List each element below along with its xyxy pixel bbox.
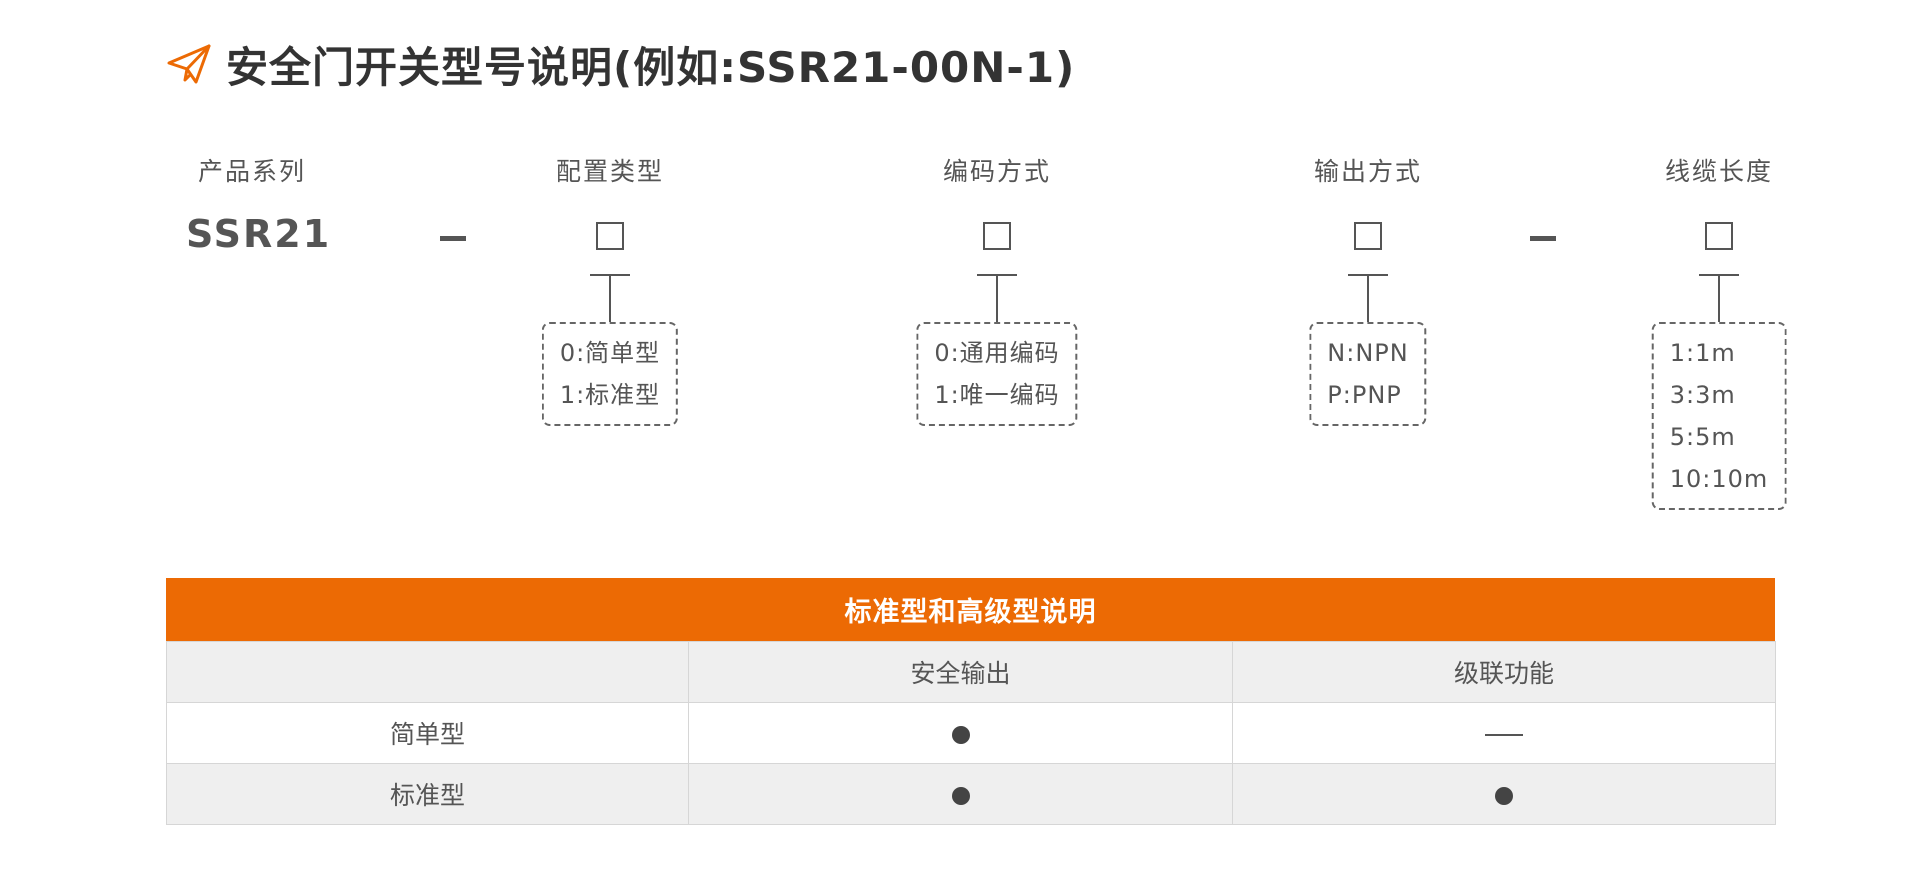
option-item: 1:唯一编码 xyxy=(934,381,1060,409)
supported-dot-icon xyxy=(951,786,970,805)
table-cell xyxy=(688,702,1233,764)
table-row: 简单型 xyxy=(166,702,1776,764)
table-header-cell: 级联功能 xyxy=(1232,641,1776,703)
table-row: 标准型 xyxy=(166,763,1776,825)
option-item: 10:10m xyxy=(1669,465,1769,493)
output-method-options: N:NPN P:PNP xyxy=(1309,322,1427,426)
option-item: 3:3m xyxy=(1669,381,1736,409)
option-item: P:PNP xyxy=(1327,381,1402,409)
separator-dash xyxy=(1530,236,1556,241)
connector-stem xyxy=(1718,274,1720,322)
comparison-table-title: 标准型和高级型说明 xyxy=(166,578,1775,641)
encoding-method-placeholder xyxy=(983,222,1011,250)
option-item: N:NPN xyxy=(1327,339,1409,367)
connector-stem xyxy=(1367,274,1369,322)
connector-stem xyxy=(609,274,611,322)
encoding-method-options: 0:通用编码 1:唯一编码 xyxy=(916,322,1078,426)
paper-plane-icon xyxy=(167,44,211,84)
comparison-table: 标准型和高级型说明 安全输出 级联功能 简单型 标准型 xyxy=(166,578,1776,825)
row-label: 简单型 xyxy=(166,702,689,764)
product-series-value: SSR21 xyxy=(186,212,332,256)
label-product-series: 产品系列 xyxy=(197,157,307,186)
config-type-options: 0:简单型 1:标准型 xyxy=(541,322,679,426)
config-type-placeholder xyxy=(596,222,624,250)
option-item: 0:通用编码 xyxy=(934,339,1060,367)
output-method-placeholder xyxy=(1354,222,1382,250)
connector-stem xyxy=(996,274,998,322)
not-supported-dash-icon xyxy=(1485,733,1523,736)
label-cable-length: 线缆长度 xyxy=(1664,157,1774,186)
option-item: 1:标准型 xyxy=(559,381,661,409)
row-label: 标准型 xyxy=(166,763,689,825)
label-config-type: 配置类型 xyxy=(555,157,665,186)
cable-length-options: 1:1m 3:3m 5:5m 10:10m xyxy=(1651,322,1787,510)
table-header-cell xyxy=(166,641,689,703)
comparison-table-grid: 安全输出 级联功能 简单型 标准型 xyxy=(166,641,1776,825)
option-item: 1:1m xyxy=(1669,339,1736,367)
page-title-row: 安全门开关型号说明(例如:SSR21-00N-1) xyxy=(166,34,1075,94)
table-header-cell: 安全输出 xyxy=(688,641,1233,703)
label-encoding-method: 编码方式 xyxy=(942,157,1052,186)
table-cell xyxy=(1232,702,1776,764)
cable-length-placeholder xyxy=(1705,222,1733,250)
page-title: 安全门开关型号说明(例如:SSR21-00N-1) xyxy=(226,42,1076,92)
supported-dot-icon xyxy=(951,725,970,744)
supported-dot-icon xyxy=(1495,786,1513,805)
table-cell xyxy=(1232,763,1776,825)
option-item: 5:5m xyxy=(1669,423,1736,451)
table-cell xyxy=(688,763,1233,825)
table-header-row: 安全输出 级联功能 xyxy=(166,641,1776,703)
label-output-method: 输出方式 xyxy=(1313,157,1423,186)
option-item: 0:简单型 xyxy=(559,339,661,367)
separator-dash xyxy=(440,236,466,241)
